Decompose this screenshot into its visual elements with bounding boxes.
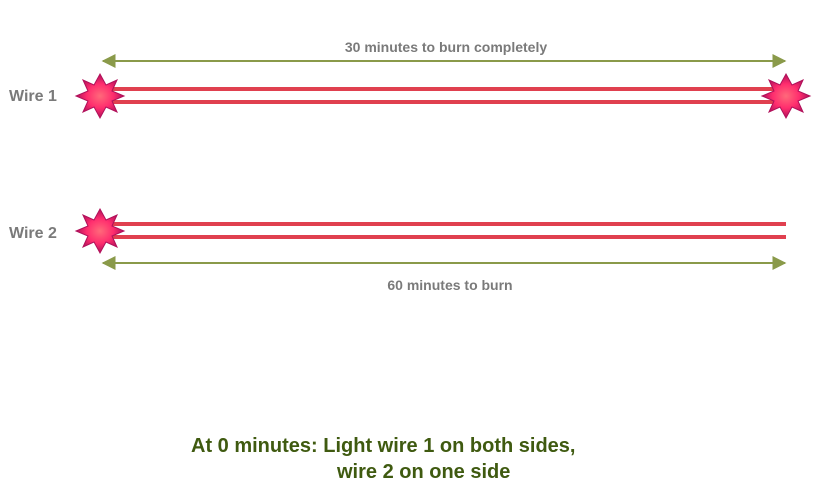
top-span-label: 30 minutes to burn completely	[345, 39, 547, 55]
flame-burst-icon	[760, 72, 812, 120]
wire-2-label: Wire 2	[9, 225, 57, 242]
wire-1: Wire 1	[9, 72, 812, 120]
caption-line-2: wire 2 on one side	[337, 461, 511, 483]
wire-2: Wire 2	[9, 207, 786, 255]
bottom-span-label: 60 minutes to burn	[387, 277, 512, 293]
flame-burst-icon	[74, 207, 126, 255]
bottom-span-arrow: 60 minutes to burn	[101, 256, 787, 293]
top-span-arrow: 30 minutes to burn completely	[101, 39, 787, 68]
wire-1-label: Wire 1	[9, 88, 57, 105]
caption-line-1: At 0 minutes: Light wire 1 on both sides…	[191, 435, 576, 457]
flame-burst-icon	[74, 72, 126, 120]
